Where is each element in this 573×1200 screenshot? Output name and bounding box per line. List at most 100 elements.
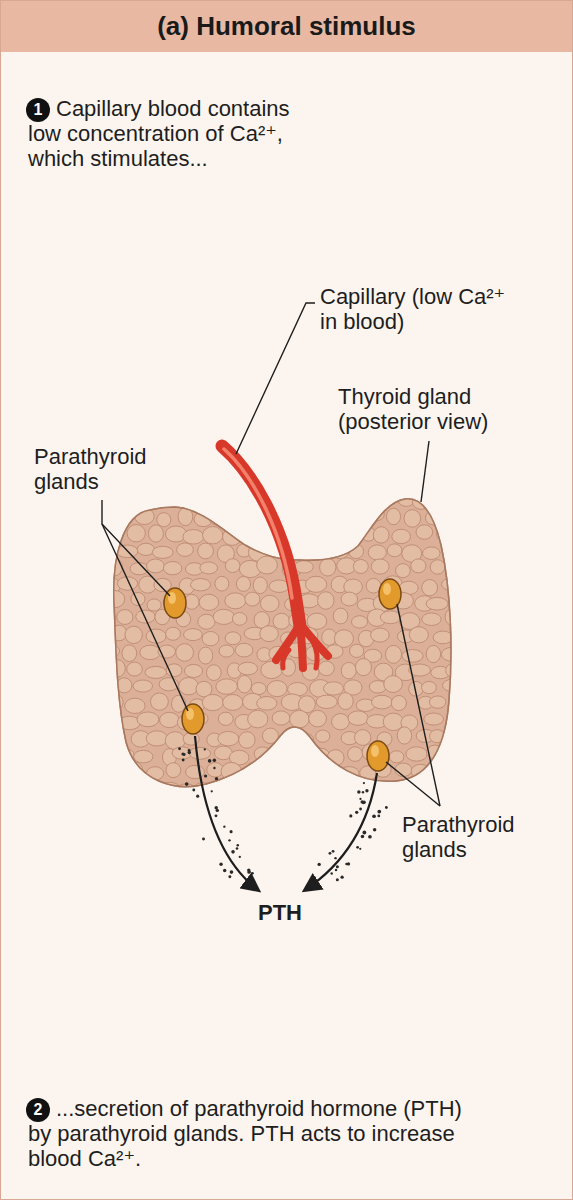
follicle-cell xyxy=(391,695,406,710)
follicle-cell xyxy=(316,496,334,509)
follicle-cell xyxy=(147,599,161,611)
hormone-dot xyxy=(356,846,359,849)
callout-number: 1 xyxy=(26,98,50,122)
follicle-cell xyxy=(239,732,255,749)
follicle-cell xyxy=(389,751,404,763)
hormone-dot xyxy=(231,850,235,854)
follicle-cell xyxy=(236,576,250,591)
follicle-cell xyxy=(111,625,127,641)
follicle-cell xyxy=(134,750,153,763)
follicle-cell xyxy=(416,525,433,540)
follicle-cell xyxy=(122,645,137,662)
hormone-dot xyxy=(310,879,312,881)
follicle-cell xyxy=(429,492,449,505)
follicle-cell xyxy=(385,645,401,663)
follicle-cell xyxy=(436,767,454,783)
hormone-dot xyxy=(215,814,218,817)
hormone-dot xyxy=(213,759,216,762)
follicle-cell xyxy=(129,491,144,508)
follicle-cell xyxy=(446,543,462,556)
follicle-cell xyxy=(232,613,247,626)
hormone-dot xyxy=(349,814,352,817)
follicle-cell xyxy=(186,765,205,778)
follicle-cell xyxy=(198,614,215,629)
follicle-cell xyxy=(273,613,290,629)
follicle-cell xyxy=(200,562,218,574)
follicle-cell xyxy=(136,784,151,800)
follicle-cell xyxy=(225,632,241,645)
follicle-cell xyxy=(318,661,334,676)
follicle-cell xyxy=(272,711,290,725)
follicle-cell xyxy=(318,592,334,610)
follicle-cell xyxy=(272,778,287,794)
follicle-cell xyxy=(215,576,229,591)
follicle-cell xyxy=(146,731,167,746)
follicle-cell xyxy=(166,763,181,778)
follicle-cell xyxy=(341,662,356,679)
follicle-cell xyxy=(191,579,211,591)
follicle-cell xyxy=(392,529,411,543)
hormone-dot xyxy=(332,850,335,853)
follicle-cell xyxy=(397,727,411,744)
follicle-cell xyxy=(443,780,461,795)
follicle-cell xyxy=(350,509,365,521)
follicle-cell xyxy=(385,783,402,795)
follicle-cell xyxy=(206,665,221,681)
follicle-cell xyxy=(209,512,230,526)
follicle-cell xyxy=(260,595,279,612)
follicle-cell xyxy=(348,747,363,762)
follicle-cell xyxy=(246,762,261,780)
follicle-cell xyxy=(199,488,221,506)
hormone-dot xyxy=(230,830,233,833)
callout-number: 2 xyxy=(26,1098,50,1122)
hormone-dot xyxy=(251,872,254,875)
part-label: Capillary (low Ca²⁺ in blood) xyxy=(320,284,518,334)
follicle-cell xyxy=(167,491,185,504)
follicle-cell xyxy=(330,784,345,800)
follicle-cell xyxy=(341,592,358,606)
follicle-cell xyxy=(238,662,258,675)
follicle-cell xyxy=(213,609,234,624)
follicle-cell xyxy=(110,494,125,507)
follicle-cell xyxy=(386,508,400,525)
follicle-cell xyxy=(449,562,467,577)
follicle-cell xyxy=(332,714,350,730)
follicle-cell xyxy=(424,713,444,725)
follicle-cell xyxy=(146,559,164,573)
follicle-cell xyxy=(146,767,163,780)
part-label: Thyroid gland (posterior view) xyxy=(338,384,526,434)
follicle-cell xyxy=(179,677,199,694)
follicle-cell xyxy=(202,631,219,645)
follicle-cell xyxy=(451,525,468,540)
follicle-cell xyxy=(235,643,253,657)
follicle-cell xyxy=(353,492,371,505)
follicle-cell xyxy=(257,696,277,710)
follicle-cell xyxy=(189,747,210,759)
follicle-cell xyxy=(318,525,337,538)
hormone-dot xyxy=(178,747,181,750)
follicle-cell xyxy=(261,763,278,779)
follicle-cell xyxy=(125,698,145,713)
hormone-dot xyxy=(334,857,336,859)
follicle-cell xyxy=(299,490,314,508)
hormone-dot xyxy=(377,810,381,814)
hormone-dot xyxy=(213,767,215,769)
follicle-cell xyxy=(152,546,173,558)
follicle-cell xyxy=(296,733,313,747)
follicle-cell xyxy=(279,734,295,748)
follicle-cell xyxy=(223,694,243,710)
hormone-dot xyxy=(329,852,332,855)
secretion-arrows xyxy=(195,736,377,890)
hormone-label: PTH xyxy=(240,900,320,925)
hormone-dot xyxy=(228,875,231,878)
hormone-dot xyxy=(368,835,372,839)
follicle-cell xyxy=(100,611,116,624)
hormone-dot xyxy=(359,808,362,811)
hormone-dot xyxy=(377,815,380,818)
follicle-cell xyxy=(127,662,143,676)
hormone-dot xyxy=(214,806,217,809)
follicle-cell xyxy=(281,491,296,508)
part-label: Parathyroid glands xyxy=(402,812,536,862)
follicle-cell xyxy=(218,731,239,746)
follicle-cell xyxy=(199,594,219,610)
